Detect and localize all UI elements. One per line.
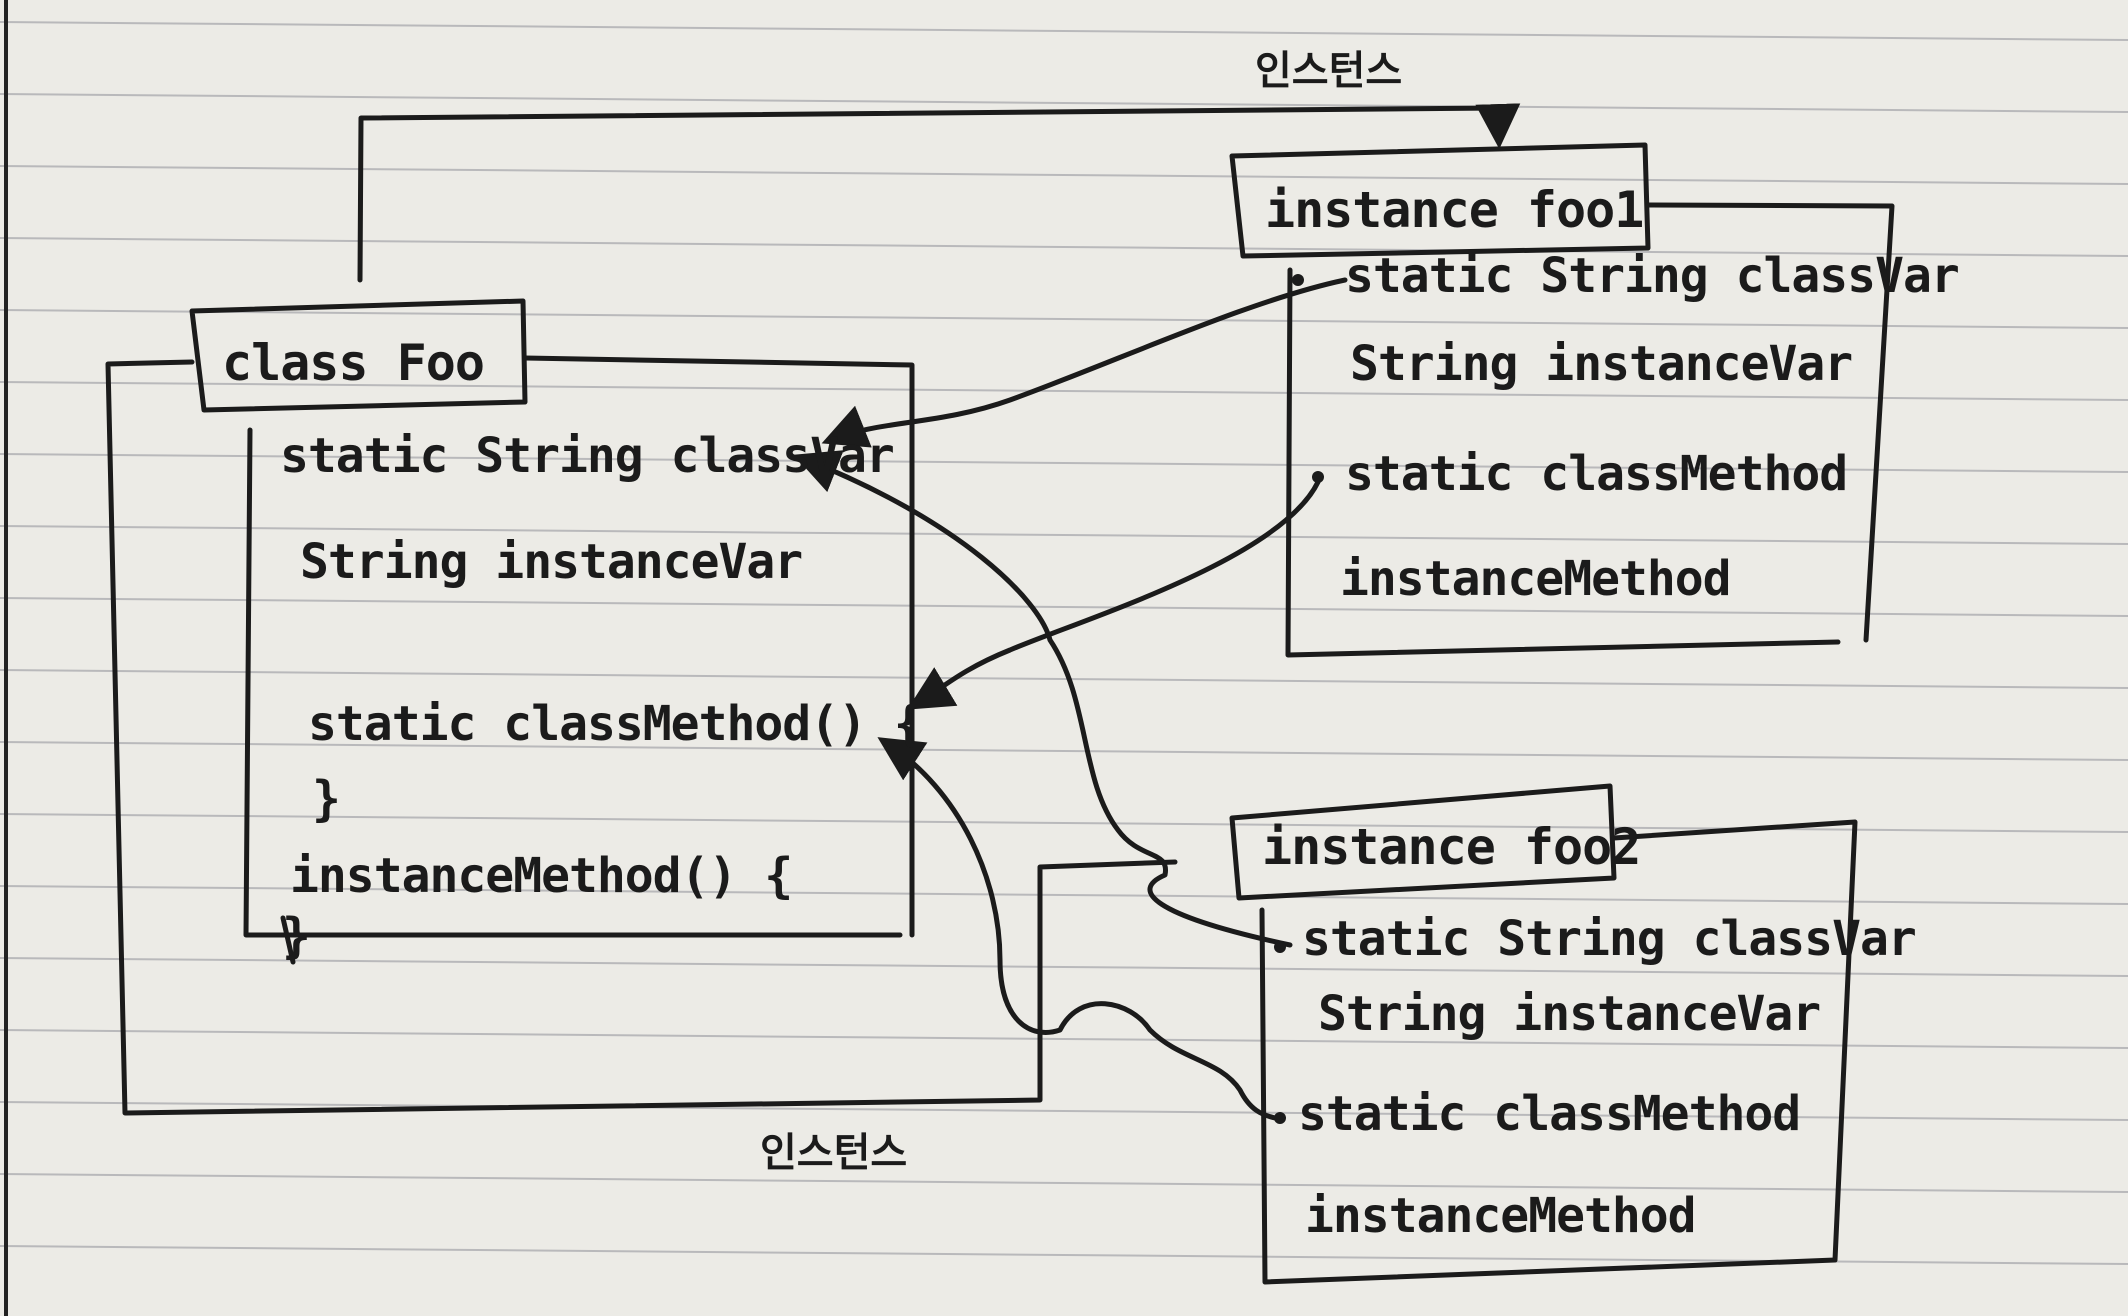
class-foo-field-instancemethod: instanceMethod() { [290, 848, 793, 904]
foo2-field-instancevar: String instanceVar [1318, 986, 1821, 1042]
foo1-title-box [1229, 142, 1651, 259]
class-foo-field-instancevar: String instanceVar [300, 534, 803, 590]
class-foo-field-classvar: static String classVar [280, 428, 895, 484]
foo2-field-classmethod: static classMethod [1298, 1086, 1801, 1142]
class-foo-title: class Foo [222, 334, 485, 392]
bottom-connector-label: 인스턴스 [760, 1130, 908, 1176]
foo1-field-classvar: static String classVar [1345, 248, 1960, 304]
foo1-frame [1645, 202, 1895, 643]
foo2-field-classvar: static String classVar [1302, 911, 1917, 967]
foo2-frame [1259, 819, 1858, 1285]
class-foo-outer-frame [105, 359, 1178, 1116]
foo1-classvar-link [821, 277, 1348, 448]
foo2-field-instancemethod: instanceMethod [1305, 1188, 1697, 1244]
foo1-field-instancemethod: instanceMethod [1340, 551, 1732, 607]
classvar-foo2-link [793, 450, 1293, 948]
foo2-title-box [1229, 783, 1617, 901]
class-foo-field-classmethod-close: } [312, 771, 341, 827]
class-foo-body [243, 427, 903, 938]
class-foo-field-classmethod: static classMethod() { [308, 696, 923, 752]
top-connector-label: 인스턴스 [1255, 48, 1403, 94]
classmethod-foo2-link [877, 737, 1278, 1121]
class-foo-title-box [189, 298, 528, 413]
foo2-title: instance foo2 [1262, 818, 1641, 876]
foo1-title: instance foo1 [1265, 181, 1644, 239]
class-foo-field-instancemethod-close: } [282, 908, 311, 964]
foo1-classmethod-link [907, 479, 1321, 710]
foo1-field-instancevar: String instanceVar [1350, 336, 1853, 392]
top-connector-line [357, 103, 1521, 283]
foo1-field-classmethod: static classMethod [1345, 446, 1848, 502]
